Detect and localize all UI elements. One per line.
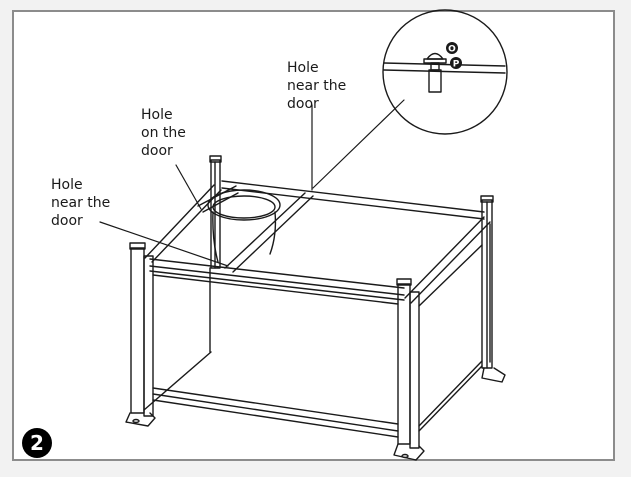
callout-hole-near-the-door-left: Hole near the door: [51, 176, 110, 230]
callout-line: Hole: [51, 177, 83, 193]
detail-magnifier: [382, 9, 508, 135]
front-right-post: [393, 278, 425, 461]
round-door-opening: [207, 189, 281, 263]
callout-line: near the: [51, 195, 111, 211]
callout-line: on the: [141, 125, 186, 141]
diagram-frame: [12, 10, 615, 461]
front-panel: [152, 274, 399, 438]
leader-lines: [99, 99, 405, 267]
callout-line: door: [51, 213, 83, 229]
callout-hole-near-the-door-top: Hole near the door: [287, 59, 346, 113]
front-left-post: [125, 242, 156, 427]
detail-p-mark: [450, 57, 462, 69]
callout-line: Hole: [287, 60, 319, 76]
callout-line: door: [141, 143, 173, 159]
detail-p-label: P: [453, 60, 460, 70]
callout-line: near the: [287, 78, 347, 94]
callout-line: Hole: [141, 107, 173, 123]
callout-hole-on-the-door: Hole on the door: [141, 106, 186, 160]
right-side-panel: [418, 223, 491, 432]
top-frame: [144, 180, 491, 304]
detail-o-mark: [446, 42, 458, 54]
callout-line: door: [287, 96, 319, 112]
rear-left-post: [209, 155, 222, 269]
step-number-badge: 2: [22, 428, 52, 458]
base-frame: [143, 267, 212, 411]
rear-right-post: [480, 195, 506, 383]
detail-o-label: O: [448, 45, 456, 55]
